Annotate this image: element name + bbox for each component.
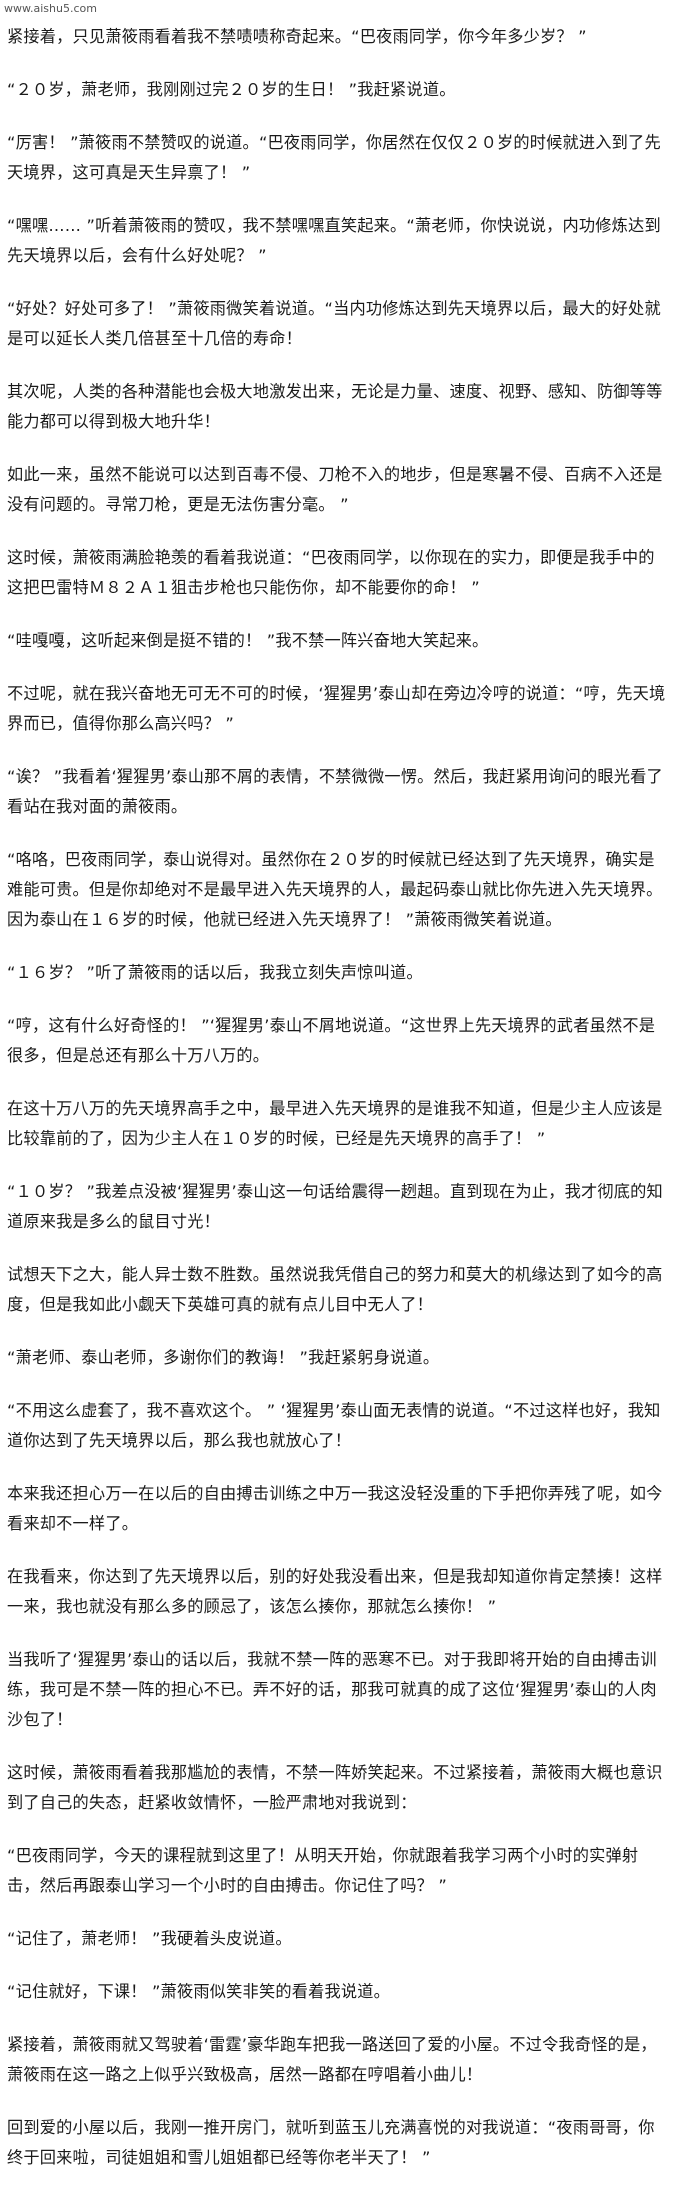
paragraph: “１０岁？ ”我差点没被‘猩猩男’泰山这一句话给震得一趔趄。直到现在为止，我才彻… — [7, 1182, 663, 1231]
paragraph: “哼，这有什么好奇怪的！ ”‘猩猩男’泰山不屑地说道。“这世界上先天境界的武者虽… — [7, 1016, 656, 1065]
paragraph: “２０岁，萧老师，我刚刚过完２０岁的生日！ ”我赶紧说道。 — [7, 80, 456, 99]
paragraph: “１６岁？ ”听了萧筱雨的话以后，我我立刻失声惊叫道。 — [7, 963, 423, 982]
paragraph: “记住了，萧老师！ ”我硬着头皮说道。 — [7, 1929, 292, 1948]
paragraph: 其次呢，人类的各种潜能也会极大地激发出来，无论是力量、速度、视野、感知、防御等等… — [7, 382, 663, 431]
paragraph: 当我听了‘猩猩男’泰山的话以后，我就不禁一阵的恶寒不已。对于我即将开始的自由搏击… — [7, 1650, 657, 1729]
paragraph: 紧接着，只见萧筱雨看着我不禁啧啧称奇起来。“巴夜雨同学，你今年多少岁？ ” — [7, 27, 587, 46]
site-watermark: www.aishu5.com — [4, 2, 97, 15]
paragraph: 这时候，萧筱雨看着我那尴尬的表情，不禁一阵娇笑起来。不过紧接着，萧筱雨大概也意识… — [7, 1763, 663, 1812]
paragraph: 在我看来，你达到了先天境界以后，别的好处我没看出来，但是我却知道你肯定禁揍！这样… — [7, 1567, 663, 1616]
paragraph: “记住就好，下课！ ”萧筱雨似笑非笑的看着我说道。 — [7, 1982, 391, 2001]
paragraph: “好处？好处可多了！ ”萧筱雨微笑着说道。“当内功修炼达到先天境界以后，最大的好… — [7, 299, 661, 348]
paragraph: “诶？ ”我看着‘猩猩男’泰山那不屑的表情，不禁微微一愣。然后，我赶紧用询问的眼… — [7, 767, 663, 816]
paragraph: 不过呢，就在我兴奋地无可无不可的时候，‘猩猩男’泰山却在旁边冷哼的说道：“哼，先… — [7, 684, 666, 733]
paragraph: “不用这么虚套了，我不喜欢这个。 ” ‘猩猩男’泰山面无表情的说道。“不过这样也… — [7, 1401, 661, 1450]
paragraph: 试想天下之大，能人异士数不胜数。虽然说我凭借自己的努力和莫大的机缘达到了如今的高… — [7, 1265, 663, 1314]
paragraph: 回到爱的小屋以后，我刚一推开房门，就听到蓝玉儿充满喜悦的对我说道：“夜雨哥哥，你… — [7, 2118, 655, 2167]
paragraph: “咯咯，巴夜雨同学，泰山说得对。虽然你在２０岁的时候就已经达到了先天境界，确实是… — [7, 850, 663, 929]
paragraph: “嘿嘿…… ”听着萧筱雨的赞叹，我不禁嘿嘿直笑起来。“萧老师，你快说说，内功修炼… — [7, 216, 661, 265]
paragraph: “哇嘎嘎，这听起来倒是挺不错的！ ”我不禁一阵兴奋地大笑起来。 — [7, 631, 489, 650]
paragraph: 在这十万八万的先天境界高手之中，最早进入先天境界的是谁我不知道，但是少主人应该是… — [7, 1099, 663, 1148]
paragraph: 本来我还担心万一在以后的自由搏击训练之中万一我这没轻没重的下手把你弄残了呢，如今… — [7, 1484, 663, 1533]
article-body: 紧接着，只见萧筱雨看着我不禁啧啧称奇起来。“巴夜雨同学，你今年多少岁？ ” “２… — [7, 22, 667, 2196]
paragraph: 紧接着，萧筱雨就又驾驶着‘雷霆’豪华跑车把我一路送回了爱的小屋。不过令我奇怪的是… — [7, 2035, 657, 2084]
paragraph: “巴夜雨同学，今天的课程就到这里了！从明天开始，你就跟着我学习两个小时的实弹射击… — [7, 1846, 639, 1895]
paragraph: 这时候，萧筱雨满脸艳羡的看着我说道：“巴夜雨同学，以你现在的实力，即便是我手中的… — [7, 548, 655, 597]
paragraph: 如此一来，虽然不能说可以达到百毒不侵、刀枪不入的地步，但是寒暑不侵、百病不入还是… — [7, 465, 663, 514]
paragraph: “厉害！ ”萧筱雨不禁赞叹的说道。“巴夜雨同学，你居然在仅仅２０岁的时候就进入到… — [7, 133, 661, 182]
paragraph: “萧老师、泰山老师，多谢你们的教诲！ ”我赶紧躬身说道。 — [7, 1348, 440, 1367]
